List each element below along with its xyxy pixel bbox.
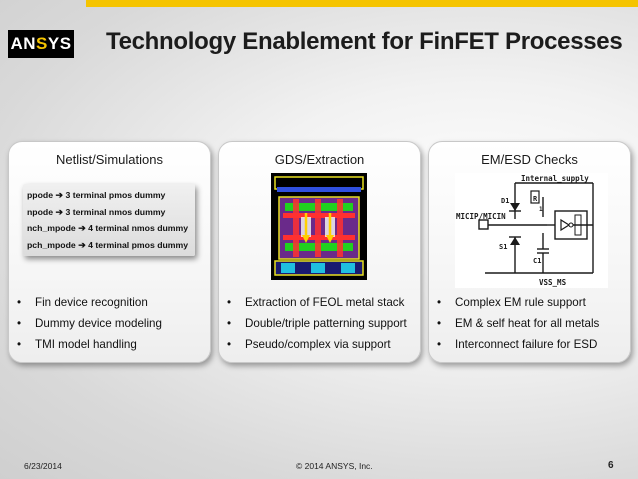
list-item: •EM & self heat for all metals: [437, 317, 600, 330]
bullet-list: •Fin device recognition •Dummy device mo…: [13, 292, 211, 355]
label-d1: D1: [501, 197, 509, 205]
netlist-row: npode ➔ 3 terminal nmos dummy: [27, 206, 166, 217]
netlist-mapping-box: ppode ➔ 3 terminal pmos dummy npode ➔ 3 …: [23, 184, 195, 256]
label-vss-ms: VSS_MS: [539, 278, 567, 287]
bullet-list: •Extraction of FEOL metal stack •Double/…: [223, 292, 421, 355]
list-item: •Complex EM rule support: [437, 296, 586, 309]
logo-text-accent: S: [36, 34, 48, 53]
netlist-row: nch_mpode ➔ 4 terminal nmos dummy: [27, 223, 189, 233]
panel-gds-extraction: GDS/Extraction •Extraction of FEOL metal…: [218, 141, 421, 363]
logo-text-end: YS: [47, 34, 72, 53]
page-number: 6: [608, 460, 614, 471]
panel-em-esd-checks: EM/ESD Checks Interna: [428, 141, 631, 363]
list-item: •Extraction of FEOL metal stack: [227, 296, 405, 309]
list-item: •Double/triple patterning support: [227, 317, 407, 330]
panel-netlist-simulations: Netlist/Simulations ppode ➔ 3 terminal p…: [8, 141, 211, 363]
slide-title: Technology Enablement for FinFET Process…: [106, 28, 623, 55]
footer-copyright: © 2014 ANSYS, Inc.: [296, 461, 373, 471]
panel-title: Netlist/Simulations: [56, 152, 163, 167]
list-item: •Fin device recognition: [17, 296, 148, 309]
footer-date: 6/23/2014: [24, 461, 62, 471]
panel-title: GDS/Extraction: [274, 152, 365, 167]
list-item: •Interconnect failure for ESD: [437, 338, 598, 351]
label-internal-supply: Internal_supply: [521, 174, 589, 183]
netlist-row: pch_mpode ➔ 4 terminal pmos dummy: [27, 239, 189, 250]
list-item: •TMI model handling: [17, 338, 137, 351]
top-accent-bar: [86, 0, 638, 7]
netlist-row: ppode ➔ 3 terminal pmos dummy: [27, 190, 166, 200]
gds-layout-image: [271, 173, 367, 280]
logo-text-main: AN: [10, 34, 37, 53]
label-micip-micin: MICIP/MICIN: [456, 212, 506, 221]
esd-circuit-diagram: Internal_supply MICIP/MICIN VSS_MS D1 S1…: [455, 173, 608, 288]
label-c1: C1: [533, 257, 541, 265]
label-r1-sub: 1: [539, 206, 543, 213]
label-s1: S1: [499, 243, 507, 251]
list-item: •Dummy device modeling: [17, 317, 162, 330]
label-r1: R: [533, 195, 538, 203]
panel-title: EM/ESD Checks: [481, 152, 578, 167]
list-item: •Pseudo/complex via support: [227, 338, 391, 351]
bullet-list: •Complex EM rule support •EM & self heat…: [433, 292, 631, 355]
